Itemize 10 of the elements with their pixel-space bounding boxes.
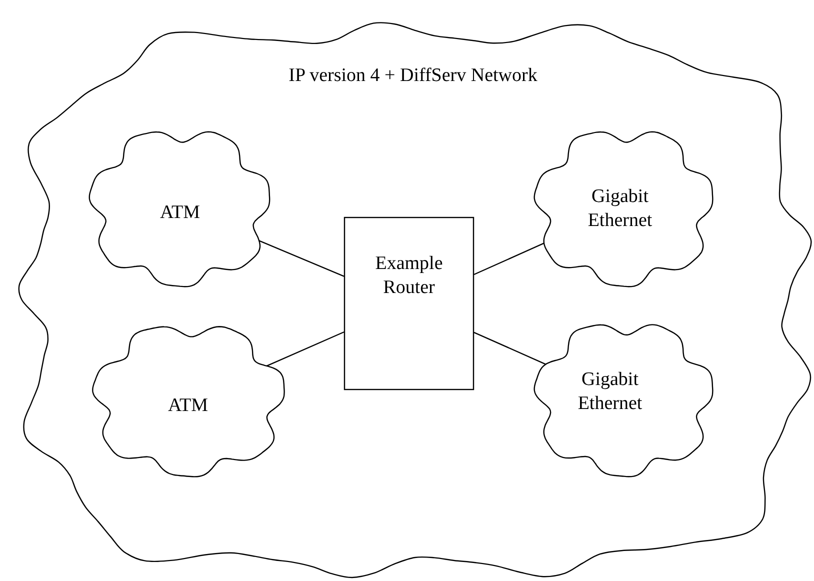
node-label: Example Router xyxy=(374,252,444,300)
link-line xyxy=(266,331,344,366)
link-line xyxy=(258,240,344,277)
node-label: Gigabit Ethernet xyxy=(576,368,644,416)
node-label: Gigabit Ethernet xyxy=(586,185,654,233)
node-label: ATM xyxy=(158,201,202,225)
node-label: ATM xyxy=(166,394,210,418)
network-title: IP version 4 + DiffServ Network xyxy=(288,64,538,88)
link-line xyxy=(474,242,544,276)
link-line xyxy=(474,332,546,365)
